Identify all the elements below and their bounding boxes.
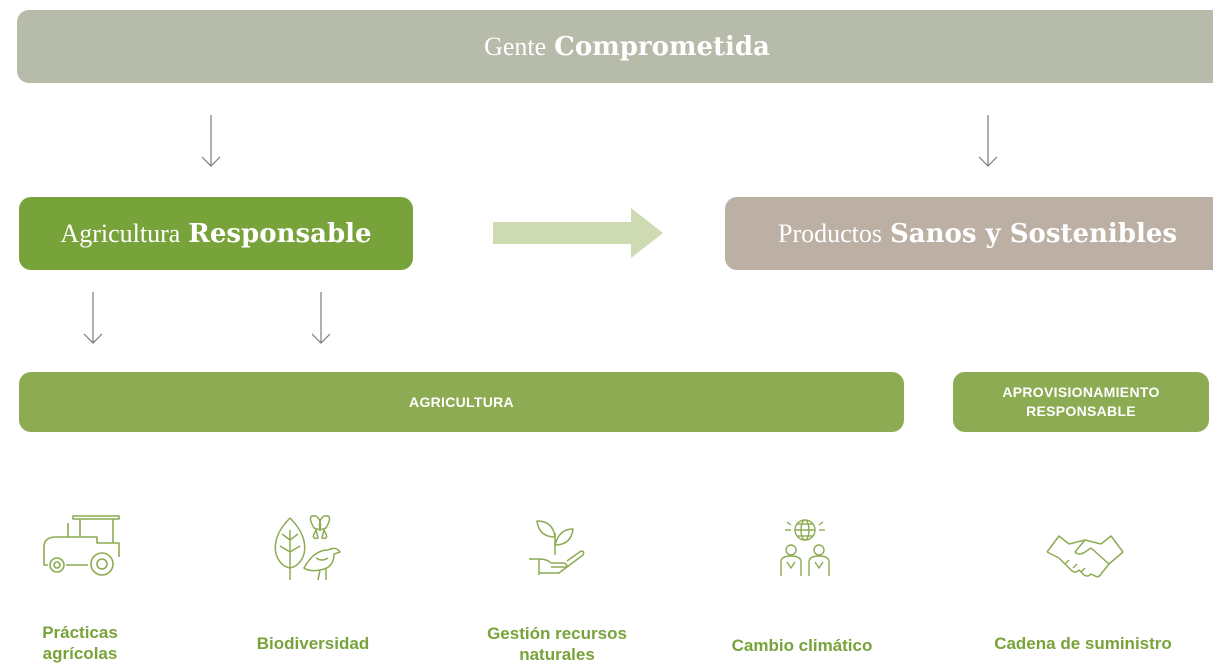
productos-sanos-box: Productos Sanos y Sostenibles: [725, 197, 1213, 270]
aprov-box-line2: RESPONSABLE: [1026, 403, 1136, 419]
prod-box-bold-text: Sanos y Sostenibles: [890, 218, 1178, 249]
pillar-caption-line1: Cadena de suministro: [994, 634, 1172, 653]
agri-box-bold-text: Responsable: [188, 218, 372, 249]
pillar-caption-line2: naturales: [519, 645, 595, 664]
pillar-caption: Biodiversidad: [233, 633, 393, 654]
pillar-caption: Prácticas agrícolas: [16, 622, 144, 664]
pillar-caption: Gestión recursos naturales: [467, 623, 647, 665]
top-banner-bold-text: Comprometida: [554, 31, 770, 62]
sprout-hand-icon: [529, 520, 585, 575]
down-arrow-icon: [83, 292, 103, 344]
tractor-icon: [43, 515, 120, 576]
pillar-caption-line2: agrícolas: [42, 644, 118, 663]
agri-box-light-text: Agricultura: [60, 218, 181, 248]
down-arrow-icon: [311, 292, 331, 344]
pillar-caption-line1: Cambio climático: [731, 636, 873, 655]
aprov-box-line1: APROVISIONAMIENTO: [1002, 384, 1160, 400]
right-arrow-icon: [493, 208, 663, 258]
pillar-caption: Cadena de suministro: [968, 633, 1198, 654]
pillar-caption-line1: Biodiversidad: [256, 634, 370, 653]
pillar-caption-line1: Gestión recursos: [487, 624, 627, 643]
aprovisionamiento-responsable-box: APROVISIONAMIENTO RESPONSABLE: [953, 372, 1209, 432]
leaf-butterfly-bird-icon: [274, 515, 341, 581]
handshake-icon: [1046, 535, 1124, 578]
down-arrow-icon: [201, 115, 221, 167]
agricultura-bar-label: AGRICULTURA: [409, 394, 514, 410]
prod-box-light-text: Productos: [778, 218, 882, 248]
globe-people-icon: [780, 519, 830, 576]
pillar-caption-line1: Prácticas: [42, 623, 118, 642]
pillar-caption: Cambio climático: [712, 635, 892, 656]
agricultura-bar: AGRICULTURA: [19, 372, 904, 432]
down-arrow-icon: [978, 115, 998, 167]
top-banner-light-text: Gente: [484, 31, 547, 61]
